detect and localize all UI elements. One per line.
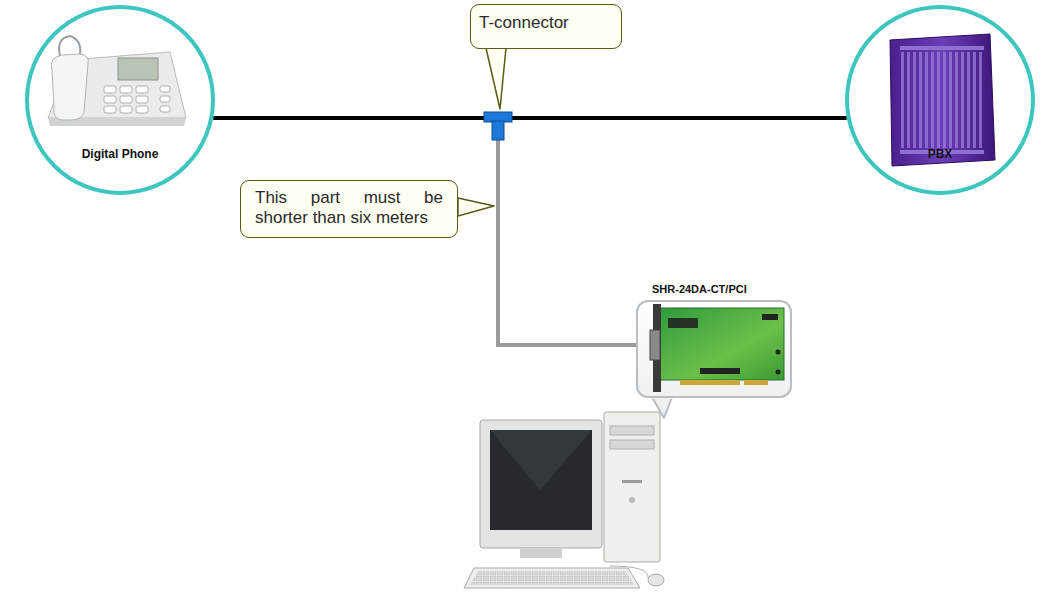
- cable: [498, 138, 652, 345]
- pbx-circle: PBX: [845, 5, 1035, 195]
- computer-illustration: [464, 412, 664, 588]
- callout-tail: [486, 48, 506, 109]
- callout-tail: [458, 198, 494, 216]
- node-label: Digital Phone: [29, 147, 211, 161]
- phone-illustration: [48, 36, 186, 126]
- phone-line: [213, 116, 846, 120]
- node-label: This part must be shorter than six meter…: [255, 188, 443, 228]
- phone-circle: Digital Phone: [25, 5, 215, 195]
- circle-ground: [845, 5, 1035, 195]
- card-bubble: SHR-24DA-CT/PCI: [636, 300, 792, 398]
- node-label: T-connector: [479, 13, 611, 33]
- pbx-illustration: [890, 34, 995, 166]
- circle-ground: [25, 5, 215, 195]
- node-label: SHR-24DA-CT/PCI: [652, 283, 747, 295]
- pci-card: [650, 304, 784, 392]
- t-connector-symbol: [484, 112, 512, 140]
- callout-box: T-connector: [470, 4, 622, 49]
- note-callout: This part must be shorter than six meter…: [240, 180, 458, 238]
- node-label: PBX: [849, 147, 1031, 161]
- bubble-ground: [636, 300, 792, 398]
